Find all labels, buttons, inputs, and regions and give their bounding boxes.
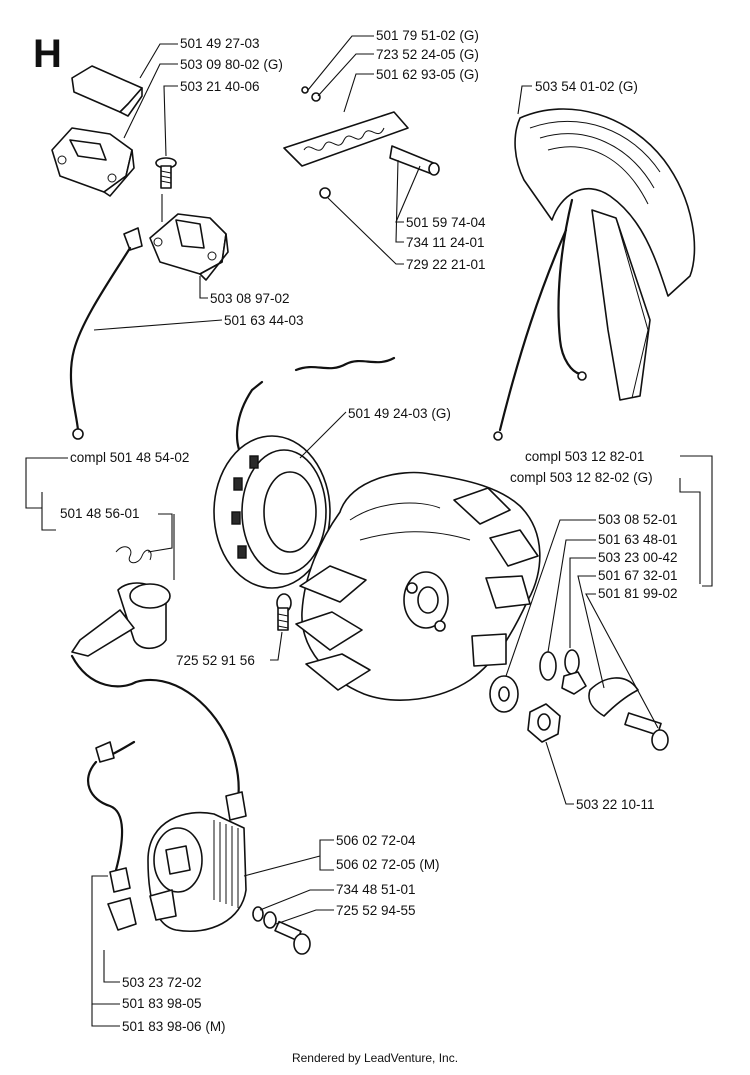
label-503-08-97-02: 503 08 97-02: [210, 291, 290, 306]
label-501-83-98-06: 501 83 98-06 (M): [122, 1019, 226, 1034]
label-734-11-24-01: 734 11 24-01: [406, 235, 485, 250]
label-723-52-24-05: 723 52 24-05 (G): [376, 47, 479, 62]
label-725-52-94-55: 725 52 94-55: [336, 903, 416, 918]
label-503-21-40-06: 503 21 40-06: [180, 79, 260, 94]
mount-block-part: [51, 127, 135, 197]
label-503-23-72-02: 503 23 72-02: [122, 975, 202, 990]
coil-terminal-part: [86, 740, 137, 931]
label-501-59-74-04: 501 59 74-04: [406, 215, 486, 230]
label-501-62-93-05: 501 62 93-05 (G): [376, 67, 479, 82]
section-letter: H: [33, 32, 62, 76]
label-503-08-52-01: 503 08 52-01: [598, 512, 678, 527]
cover-plate-part: [71, 65, 143, 117]
label-501-48-56-01: 501 48 56-01: [60, 506, 140, 521]
starter-pawl-group: [539, 649, 669, 751]
label-501-83-98-05: 501 83 98-05: [122, 996, 202, 1011]
wire-lead-part: [69, 227, 143, 440]
label-compl-501-48-54-02: compl 501 48 54-02: [70, 450, 189, 465]
flywheel-ring-part: [213, 380, 331, 589]
label-501-63-48-01: 501 63 48-01: [598, 532, 678, 547]
flywheel-screw-part: [276, 593, 292, 631]
ht-lead-part: [70, 654, 240, 802]
label-506-02-72-04: 506 02 72-04: [336, 833, 416, 848]
fan-flywheel-part: [295, 471, 541, 701]
label-503-23-00-42: 503 23 00-42: [598, 550, 678, 565]
screw-part: [155, 157, 177, 189]
part-number-labels: 501 49 27-03 503 09 80-02 (G) 503 21 40-…: [60, 28, 678, 1034]
ignition-coil-part: [147, 791, 247, 932]
label-501-67-32-01: 501 67 32-01: [598, 568, 678, 583]
label-compl-503-12-82-02: compl 503 12 82-02 (G): [510, 470, 653, 485]
label-506-02-72-05: 506 02 72-05 (M): [336, 857, 440, 872]
label-729-22-21-01: 729 22 21-01: [406, 257, 486, 272]
label-compl-503-12-82-01: compl 503 12 82-01: [525, 449, 644, 464]
cylinder-cover-part: [493, 108, 696, 441]
ground-wire-part: [294, 356, 396, 372]
flywheel-washer-part: [489, 675, 519, 713]
label-501-49-27-03: 501 49 27-03: [180, 36, 260, 51]
label-501-49-24-03: 501 49 24-03 (G): [348, 406, 451, 421]
leader-lines: [25, 35, 713, 1027]
plug-boot-part: [71, 546, 171, 657]
coil-screw-part: [252, 906, 311, 955]
label-501-79-51-02: 501 79 51-02 (G): [376, 28, 479, 43]
label-734-48-51-01: 734 48 51-01: [336, 882, 416, 897]
label-503-22-10-11: 503 22 10-11: [576, 797, 655, 812]
label-501-81-99-02: 501 81 99-02: [598, 586, 678, 601]
label-503-09-80-02: 503 09 80-02 (G): [180, 57, 283, 72]
heat-shield-part: [283, 86, 440, 199]
footer-credit: Rendered by LeadVenture, Inc.: [292, 1051, 458, 1065]
label-501-63-44-03: 501 63 44-03: [224, 313, 304, 328]
flywheel-nut-part: [527, 703, 561, 743]
ignition-module-part: [149, 213, 229, 281]
label-725-52-91-56: 725 52 91 56: [176, 653, 255, 668]
label-503-54-01-02: 503 54 01-02 (G): [535, 79, 638, 94]
